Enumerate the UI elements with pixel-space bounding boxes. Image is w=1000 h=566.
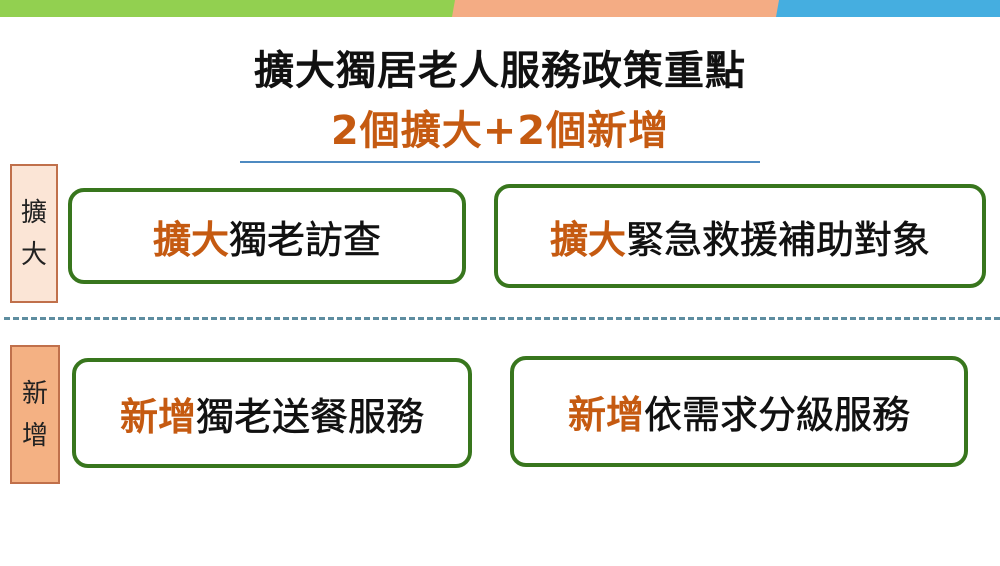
policy-text: 獨老送餐服務 [196, 394, 425, 439]
policy-highlight: 擴大 [152, 217, 229, 262]
section-divider-dashed [4, 317, 1000, 320]
section-label-char: 大 [20, 239, 47, 270]
section-label-add: 新 增 [10, 345, 60, 484]
section-label-char: 擴 [20, 197, 47, 228]
subtitle-underline [240, 161, 760, 163]
policy-highlight: 新增 [119, 394, 196, 439]
top-bar-green-segment [0, 0, 455, 17]
policy-highlight: 新增 [567, 393, 644, 437]
slide-title: 擴大獨居老人服務政策重點 [254, 48, 746, 94]
policy-text: 獨老訪查 [229, 217, 382, 262]
top-color-bar [0, 0, 1000, 17]
section-label-expand: 擴 大 [10, 164, 58, 303]
policy-text: 緊急救援補助對象 [626, 217, 931, 262]
policy-box-add-tiered-service: 新增依需求分級服務 [510, 356, 968, 467]
policy-highlight: 擴大 [549, 217, 626, 262]
policy-text: 依需求分級服務 [644, 393, 911, 438]
top-bar-orange-segment [452, 0, 780, 17]
slide-subtitle: 2個擴大+2個新增 [330, 108, 670, 154]
top-bar-blue-segment [776, 0, 1000, 17]
policy-box-add-meal-delivery: 新增獨老送餐服務 [72, 358, 472, 468]
policy-box-expand-visits: 擴大獨老訪查 [68, 188, 466, 284]
section-label-char: 增 [21, 420, 48, 451]
section-label-char: 新 [21, 378, 48, 409]
policy-box-expand-emergency-rescue: 擴大緊急救援補助對象 [494, 184, 986, 288]
